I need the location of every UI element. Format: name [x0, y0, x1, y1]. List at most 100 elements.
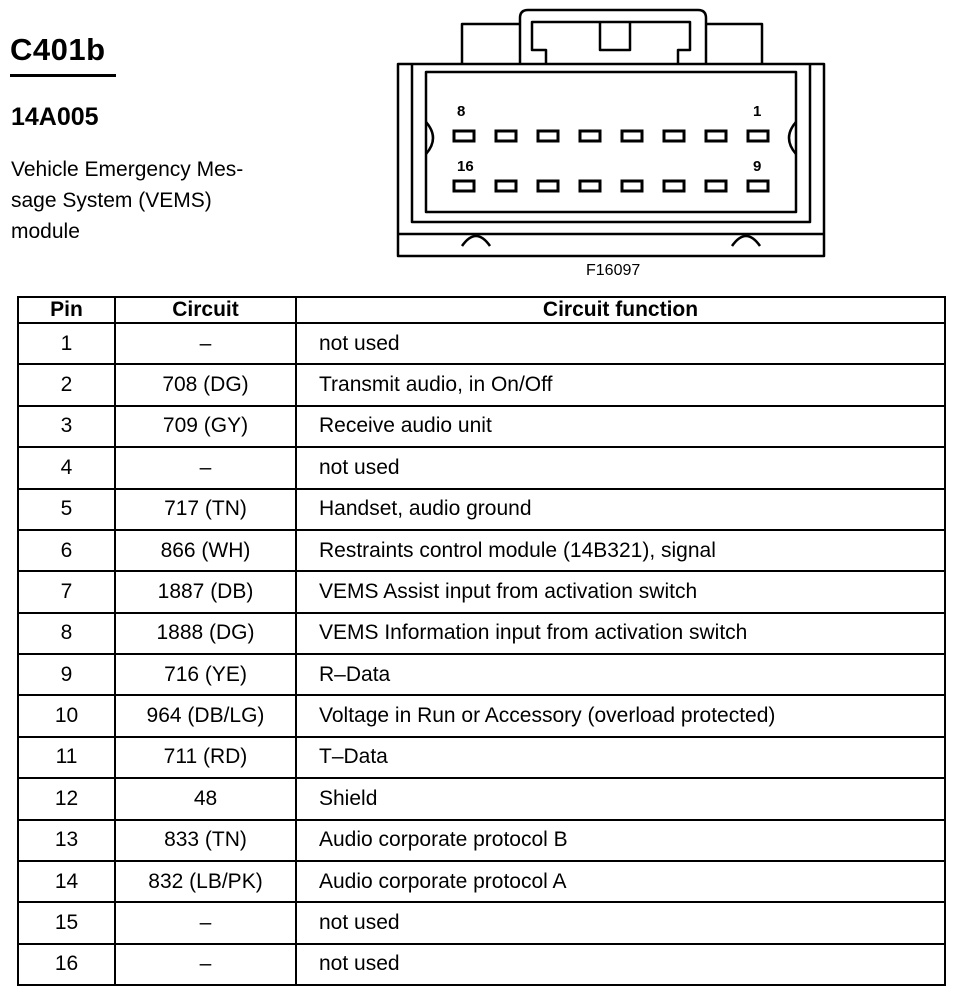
circuit-cell: 717 (TN): [114, 487, 297, 531]
module-description: Vehicle Emergency Mes- sage System (VEMS…: [11, 154, 286, 247]
connector-housing: [396, 62, 826, 258]
terminal-cavity: [536, 129, 560, 143]
part-number: 14A005: [11, 103, 99, 131]
circuit-cell: –: [114, 901, 297, 945]
terminal-cavity: [536, 179, 560, 193]
cavity-label-9: 9: [753, 158, 761, 175]
function-cell: not used: [295, 942, 946, 987]
circuit-cell: 709 (GY): [114, 404, 297, 449]
pin-cell: 14: [17, 859, 116, 904]
pinout-table: Pin Circuit Circuit function 1–not used …: [17, 296, 946, 987]
function-cell: VEMS Assist input from activation switch: [295, 570, 946, 614]
right-notch: [787, 121, 797, 155]
header-pin: Pin: [17, 296, 116, 324]
terminal-cavity: [662, 179, 686, 193]
pin-cell: 12: [17, 777, 116, 821]
connector-face-diagram: 8 1 16 9: [396, 8, 826, 258]
circuit-cell: 1888 (DG): [114, 611, 297, 656]
table-row: 1–not used: [17, 321, 946, 366]
terminal-cavity: [746, 179, 770, 193]
terminal-cavity: [620, 179, 644, 193]
circuit-cell: 833 (TN): [114, 818, 297, 862]
terminal-cavity: [662, 129, 686, 143]
bottom-key-left: [460, 234, 492, 247]
pin-cell: 3: [17, 404, 116, 449]
function-cell: Voltage in Run or Accessory (overload pr…: [295, 694, 946, 738]
pin-cell: 16: [17, 942, 116, 987]
shoulder-right: [706, 22, 764, 64]
pin-cell: 5: [17, 487, 116, 531]
pin-cell: 8: [17, 611, 116, 656]
inner-frame: [410, 64, 812, 224]
circuit-cell: –: [114, 942, 297, 987]
header-circuit: Circuit: [114, 296, 297, 324]
pin-cell: 11: [17, 735, 116, 780]
pin-cell: 4: [17, 446, 116, 490]
function-cell: not used: [295, 446, 946, 490]
circuit-cell: 832 (LB/PK): [114, 859, 297, 904]
function-cell: Transmit audio, in On/Off: [295, 363, 946, 407]
function-cell: Shield: [295, 777, 946, 821]
function-cell: Handset, audio ground: [295, 487, 946, 531]
locking-tab: [518, 8, 708, 64]
circuit-cell: 48: [114, 777, 297, 821]
pin-cell: 1: [17, 321, 116, 366]
table-row: 15–not used: [17, 901, 946, 945]
terminal-cavity: [494, 179, 518, 193]
circuit-cell: 964 (DB/LG): [114, 694, 297, 738]
terminal-cavity: [452, 179, 476, 193]
pin-cell: 6: [17, 528, 116, 573]
function-cell: not used: [295, 321, 946, 366]
description-line-2: sage System (VEMS): [11, 189, 212, 212]
terminal-cavity: [578, 179, 602, 193]
terminal-cavity: [704, 179, 728, 193]
left-notch: [425, 121, 435, 155]
pin-cell: 13: [17, 818, 116, 862]
function-cell: not used: [295, 901, 946, 945]
circuit-cell: 866 (WH): [114, 528, 297, 573]
bottom-key-right: [730, 234, 762, 247]
terminal-row-bottom: [452, 179, 770, 193]
terminal-cavity: [704, 129, 728, 143]
function-cell: Receive audio unit: [295, 404, 946, 449]
pin-cell: 2: [17, 363, 116, 407]
terminal-cavity: [620, 129, 644, 143]
circuit-cell: –: [114, 446, 297, 490]
terminal-row-top: [452, 129, 770, 143]
shoulder-left: [460, 22, 520, 64]
table-row: 4–not used: [17, 446, 946, 490]
terminal-cavity: [494, 129, 518, 143]
pin-cell: 7: [17, 570, 116, 614]
pin-cell: 10: [17, 694, 116, 738]
title-underline: [10, 74, 116, 77]
cavity-label-8: 8: [457, 103, 465, 120]
function-cell: R–Data: [295, 652, 946, 697]
table-header-row: Pin Circuit Circuit function: [17, 296, 946, 324]
pin-cell: 15: [17, 901, 116, 945]
header-function: Circuit function: [295, 296, 946, 324]
function-cell: T–Data: [295, 735, 946, 780]
circuit-cell: 708 (DG): [114, 363, 297, 407]
function-cell: VEMS Information input from activation s…: [295, 611, 946, 656]
connector-id: C401b: [10, 32, 106, 67]
terminal-cavity: [578, 129, 602, 143]
cavity-label-1: 1: [753, 103, 761, 120]
locking-tab-center: [598, 22, 632, 52]
function-cell: Audio corporate protocol A: [295, 859, 946, 904]
table-row: 16–not used: [17, 942, 946, 987]
pin-cell: 9: [17, 652, 116, 697]
locking-tab-notch: [530, 20, 692, 64]
cavity-label-16: 16: [457, 158, 474, 175]
function-cell: Restraints control module (14B321), sign…: [295, 528, 946, 573]
description-line-3: module: [11, 220, 80, 243]
